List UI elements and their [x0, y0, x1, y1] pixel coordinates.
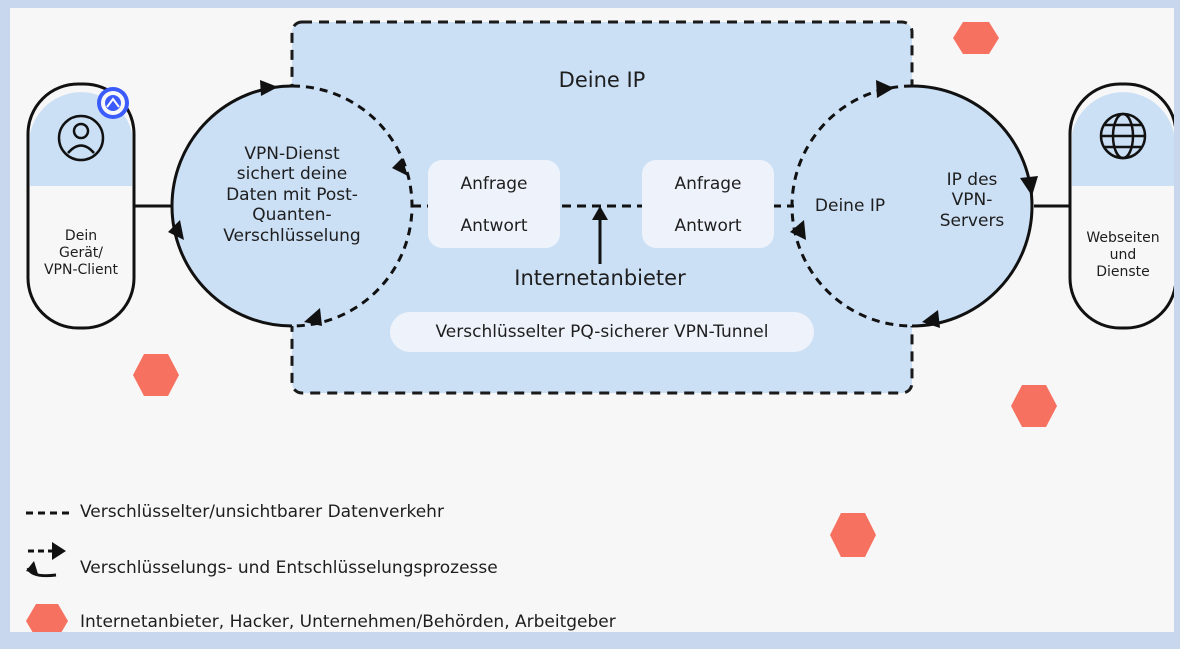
cycle-arrow-head — [392, 158, 408, 176]
response-label-left: Antwort — [460, 216, 528, 236]
server-inner-ip-label: Deine IP — [814, 196, 886, 216]
hexagon-icon — [953, 22, 999, 54]
diagram-graphics — [26, 20, 1174, 632]
vpn-badge-icon — [97, 87, 129, 119]
cycle-arrow-head — [790, 220, 806, 240]
tunnel-title: Deine IP — [558, 68, 646, 92]
vpn-service-label: VPN-Dienst sichert deine Daten mit Post-… — [223, 144, 361, 246]
cycle-arrow-head — [1020, 176, 1038, 196]
cycle-arrows-icon — [26, 542, 66, 578]
tunnel-label: Verschlüsselter PQ-sicherer VPN-Tunnel — [435, 322, 769, 342]
legend-item-threats: Internetanbieter, Hacker, Unternehmen/Be… — [80, 612, 616, 632]
hexagon-icon — [830, 513, 876, 557]
hexagon-icon — [133, 354, 179, 396]
device-label: Dein Gerät/ VPN-Client — [43, 228, 119, 278]
cycle-arrow-head — [922, 310, 940, 328]
cycle-arrow-head — [304, 308, 322, 326]
response-label-right: Antwort — [674, 216, 742, 236]
isp-label: Internetanbieter — [514, 266, 686, 290]
cycle-arrow-head — [876, 80, 894, 98]
cycle-arrow-head — [260, 80, 278, 96]
diagram-canvas: Dein Gerät/ VPN-Client VPN-Dienst sicher… — [10, 8, 1174, 632]
legend-item-processes: Verschlüsselungs- und Entschlüsselungspr… — [80, 558, 498, 578]
hexagon-icon — [26, 604, 68, 632]
request-response-box-right — [642, 160, 774, 248]
server-ip-label: IP des VPN- Servers — [939, 170, 1005, 231]
user-icon — [57, 114, 105, 162]
legend-item-traffic: Verschlüsselter/unsichtbarer Datenverkeh… — [80, 502, 444, 522]
websites-label: Webseiten und Dienste — [1086, 230, 1160, 280]
hexagon-icon — [1011, 385, 1057, 427]
cycle-arrow-head — [168, 220, 184, 240]
request-label-right: Anfrage — [674, 174, 742, 194]
globe-icon — [1099, 112, 1147, 160]
request-label-left: Anfrage — [460, 174, 528, 194]
request-response-box-left — [428, 160, 560, 248]
tunnel-label-pill — [390, 312, 814, 352]
